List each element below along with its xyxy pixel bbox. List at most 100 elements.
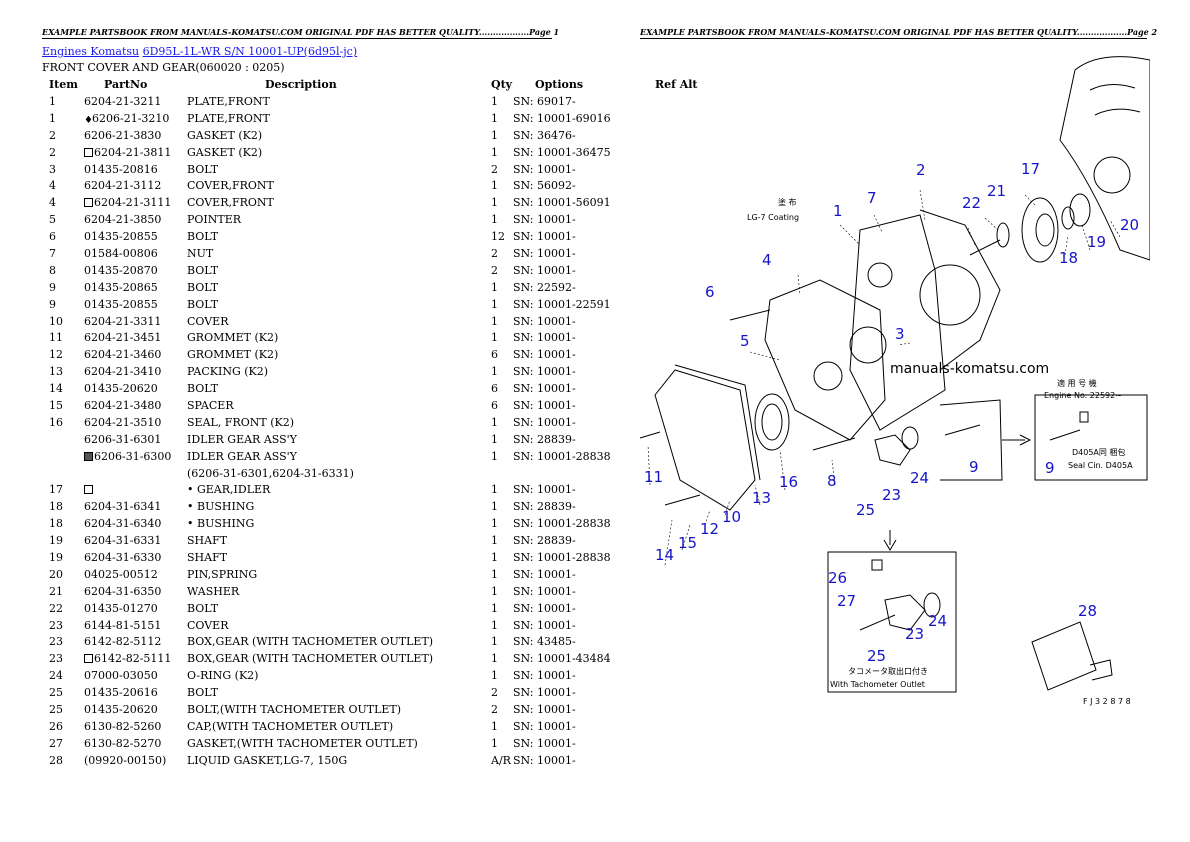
callout-number: 20 bbox=[1120, 216, 1139, 234]
cell-qty: 1 bbox=[491, 414, 513, 431]
cell-options-text: SN: 10001- bbox=[513, 483, 576, 497]
cell-options: SN: 43485- bbox=[513, 634, 655, 651]
callout-number: 17 bbox=[1021, 160, 1040, 178]
cell-partno: 6204-21-3112 bbox=[84, 177, 187, 194]
cell-options-text: SN: 10001- bbox=[513, 753, 576, 767]
cell-qty: 2 bbox=[491, 684, 513, 701]
cell-options: SN: 10001- bbox=[513, 228, 655, 245]
callout-number: 18 bbox=[1059, 249, 1078, 267]
cell-options-text: SN: 10001- bbox=[513, 331, 576, 345]
cell-options: SN: 10001- bbox=[513, 701, 655, 718]
engine-bore bbox=[1093, 156, 1131, 194]
cell-qty: 1 bbox=[491, 211, 513, 228]
breadcrumb-link-model[interactable]: 6D95L-1L-WR S/N 10001-UP(6d95l-jc) bbox=[142, 45, 358, 58]
breadcrumb-link-engines[interactable]: Engines Komatsu bbox=[42, 45, 140, 58]
cell-description: PLATE,FRONT bbox=[187, 93, 491, 110]
cell-ref-alt bbox=[655, 752, 698, 769]
table-header-row: Item PartNo Description Qty Options Ref … bbox=[42, 76, 698, 93]
cell-description-text: • BUSHING bbox=[187, 517, 255, 531]
callout-number: 3 bbox=[895, 325, 905, 343]
cell-description-text: BOLT bbox=[187, 280, 219, 294]
cell-options: SN: 22592- bbox=[513, 279, 655, 296]
bolt-9 bbox=[944, 424, 981, 436]
cell-description: CAP,(WITH TACHOMETER OUTLET) bbox=[187, 718, 491, 735]
cell-partno-text: 6204-31-6341 bbox=[84, 500, 162, 514]
gear-box bbox=[874, 434, 911, 466]
arrow-right bbox=[1002, 434, 1032, 446]
callout-number: 14 bbox=[655, 546, 674, 564]
cell-options-text: SN: 22592- bbox=[513, 280, 576, 294]
cell-description: GROMMET (K2) bbox=[187, 346, 491, 363]
bushing bbox=[1061, 206, 1075, 230]
bolt-22 bbox=[969, 239, 1001, 256]
cell-description-text: O-RING (K2) bbox=[187, 669, 259, 683]
packing-13 bbox=[674, 364, 761, 481]
engine-no-label: Engine No. 22592~ bbox=[1044, 391, 1122, 400]
cell-description: WASHER bbox=[187, 583, 491, 600]
cell-options-text: SN: 10001- bbox=[513, 230, 576, 244]
cell-item: 2 bbox=[42, 127, 84, 144]
cell-qty-text: 1 bbox=[491, 94, 498, 108]
cell-item: 26 bbox=[42, 718, 84, 735]
cell-options: SN: 10001- bbox=[513, 346, 655, 363]
callout-number: 24 bbox=[928, 612, 947, 630]
cell-description: SHAFT bbox=[187, 532, 491, 549]
cell-description: SPACER bbox=[187, 397, 491, 414]
cell-qty: 1 bbox=[491, 194, 513, 211]
breadcrumb: Engines Komatsu 6D95L-1L-WR S/N 10001-UP… bbox=[42, 45, 357, 58]
cell-qty: A/R bbox=[491, 752, 513, 769]
col-header-partno: PartNo bbox=[104, 78, 148, 91]
page2-header: EXAMPLE PARTSBOOK FROM MANUALS-KOMATSU.C… bbox=[640, 27, 1158, 39]
cell-description-text: CAP,(WITH TACHOMETER OUTLET) bbox=[187, 719, 394, 733]
cell-options-text: SN: 10001- bbox=[513, 618, 576, 632]
cell-options-text: SN: 28839- bbox=[513, 432, 576, 446]
cell-item: 4 bbox=[42, 177, 84, 194]
o-ring bbox=[901, 426, 919, 450]
tach-cap bbox=[871, 559, 883, 571]
cell-options-text: SN: 10001- bbox=[513, 162, 576, 176]
cell-item: 25 bbox=[42, 684, 84, 701]
cell-item: 4 bbox=[42, 194, 84, 211]
cell-partno: 01435-20620 bbox=[84, 380, 187, 397]
callout-number: 23 bbox=[905, 625, 924, 643]
cell-options: SN: 28839- bbox=[513, 532, 655, 549]
cell-partno: 01435-20855 bbox=[84, 296, 187, 313]
cell-item: 18 bbox=[42, 515, 84, 532]
parts-table: Item PartNo Description Qty Options Ref … bbox=[42, 76, 698, 769]
cell-qty: 1 bbox=[491, 127, 513, 144]
cell-qty: 1 bbox=[491, 481, 513, 498]
cell-qty-text: 1 bbox=[491, 213, 498, 227]
cell-options-text: SN: 43485- bbox=[513, 635, 576, 649]
cell-item: 9 bbox=[42, 296, 84, 313]
cell-item: 8 bbox=[42, 262, 84, 279]
cell-description-text: IDLER GEAR ASS'Y bbox=[187, 432, 297, 446]
cell-item: 12 bbox=[42, 346, 84, 363]
cell-description: PACKING (K2) bbox=[187, 363, 491, 380]
cell-description: IDLER GEAR ASS'Y bbox=[187, 431, 491, 448]
cell-description: BOX,GEAR (WITH TACHOMETER OUTLET) bbox=[187, 650, 491, 667]
cell-item-text: 11 bbox=[49, 331, 63, 345]
washer bbox=[996, 222, 1010, 248]
cell-partno-text: 6204-21-3410 bbox=[84, 365, 162, 379]
front-cover-hole bbox=[813, 361, 843, 391]
cell-partno: 6206-21-3830 bbox=[84, 127, 187, 144]
cell-options-text: SN: 10001-43484 bbox=[513, 652, 611, 666]
cell-qty-text: 2 bbox=[491, 686, 498, 700]
cell-options-text: SN: 10001- bbox=[513, 719, 576, 733]
table-row: (6206-31-6301,6204-31-6331) bbox=[42, 465, 698, 482]
cell-partno: (09920-00150) bbox=[84, 752, 187, 769]
cell-item-text: 13 bbox=[49, 365, 63, 379]
cell-qty-text: 1 bbox=[491, 584, 498, 598]
cell-item: 3 bbox=[42, 161, 84, 178]
cell-options-text: SN: 10001-69016 bbox=[513, 111, 611, 125]
col-header-options: Options bbox=[535, 78, 584, 91]
cell-options-text: SN: 10001- bbox=[513, 263, 576, 277]
cell-options-text: SN: 10001- bbox=[513, 601, 576, 615]
